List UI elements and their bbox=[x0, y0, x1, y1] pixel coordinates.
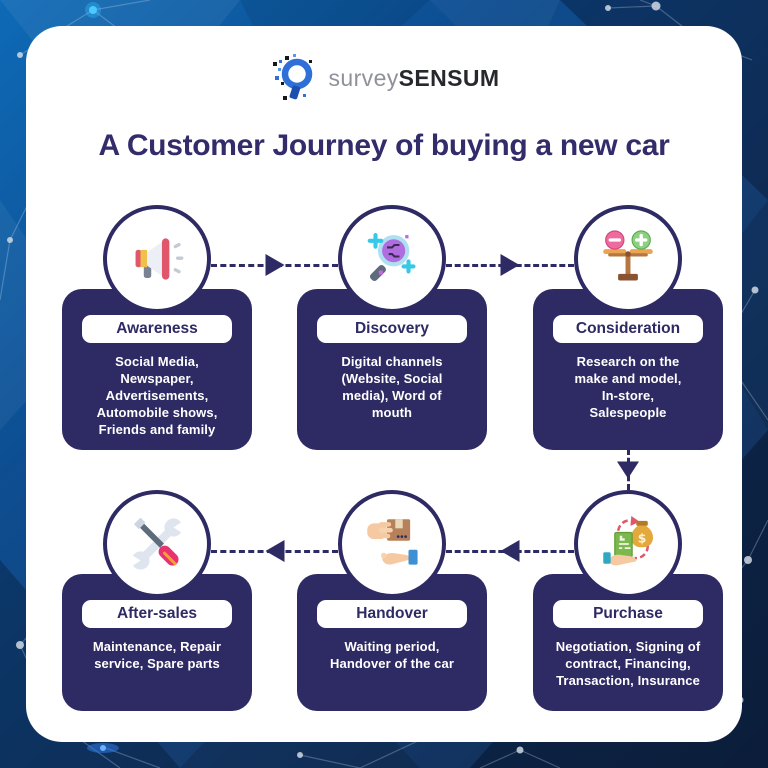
stage-label: Discovery bbox=[354, 320, 430, 337]
brand-wordmark: surveySENSUM bbox=[329, 65, 500, 92]
arrow-consideration-to-purchase bbox=[616, 449, 640, 490]
money-exchange-icon: $ bbox=[603, 515, 654, 566]
stage-card: Discovery Digital channels (Website, Soc… bbox=[297, 289, 487, 450]
stage-label-pill: Purchase bbox=[553, 600, 703, 628]
stage-icon-circle bbox=[338, 490, 446, 598]
arrowhead-right-icon bbox=[265, 254, 284, 276]
stage-label: Consideration bbox=[575, 320, 681, 337]
stage-label-pill: Discovery bbox=[317, 315, 467, 343]
stage-label-pill: Handover bbox=[317, 600, 467, 628]
arrow-handover-to-aftersales bbox=[211, 539, 338, 563]
brand-word-sensum: SENSUM bbox=[398, 64, 500, 91]
megaphone-icon bbox=[135, 238, 184, 280]
page-title: A Customer Journey of buying a new car bbox=[98, 129, 670, 162]
arrowhead-left-icon bbox=[265, 540, 284, 562]
stage-label: Awareness bbox=[116, 320, 198, 337]
arrowhead-left-icon bbox=[500, 540, 520, 562]
stage-label-pill: After-sales bbox=[82, 600, 232, 628]
surveysensum-logo-icon bbox=[272, 54, 312, 100]
arrow-discovery-to-consideration bbox=[446, 253, 574, 277]
stage-icon-circle bbox=[574, 205, 682, 313]
stage-description: Waiting period, Handover of the car bbox=[330, 639, 454, 671]
stage-label-pill: Awareness bbox=[82, 315, 232, 343]
brand-logo: surveySENSUM bbox=[0, 52, 768, 104]
stage-icon-circle: $ bbox=[574, 490, 682, 598]
stage-icon-circle bbox=[338, 205, 446, 313]
arrow-awareness-to-discovery bbox=[211, 253, 338, 277]
stage-description: Digital channels (Website, Social media)… bbox=[341, 354, 443, 420]
repair-tools-icon bbox=[128, 517, 186, 570]
stage-card: Consideration Research on the make and m… bbox=[533, 289, 723, 450]
arrowhead-down-icon bbox=[617, 461, 639, 478]
stage-icon-circle bbox=[103, 490, 211, 598]
magnifier-icon bbox=[367, 233, 416, 281]
svg-text:$: $ bbox=[638, 531, 647, 545]
arrow-purchase-to-handover bbox=[446, 539, 574, 563]
package-handover-icon bbox=[367, 519, 418, 565]
arrowhead-right-icon bbox=[500, 254, 520, 276]
stage-icon-circle bbox=[103, 205, 211, 313]
stage-description: Maintenance, Repair service, Spare parts bbox=[92, 639, 222, 671]
stage-card: Awareness Social Media, Newspaper, Adver… bbox=[62, 289, 252, 450]
stage-label-pill: Consideration bbox=[553, 315, 703, 343]
stage-label: Handover bbox=[356, 605, 428, 622]
stage-description: Research on the make and model, In-store… bbox=[574, 354, 682, 420]
balance-scale-icon bbox=[603, 230, 653, 281]
stage-label: Purchase bbox=[593, 605, 663, 622]
stage-description: Social Media, Newspaper, Advertisements,… bbox=[96, 354, 218, 437]
brand-word-survey: survey bbox=[328, 64, 399, 91]
stage-label: After-sales bbox=[116, 605, 198, 622]
stage-description: Negotiation, Signing of contract, Financ… bbox=[555, 639, 701, 688]
